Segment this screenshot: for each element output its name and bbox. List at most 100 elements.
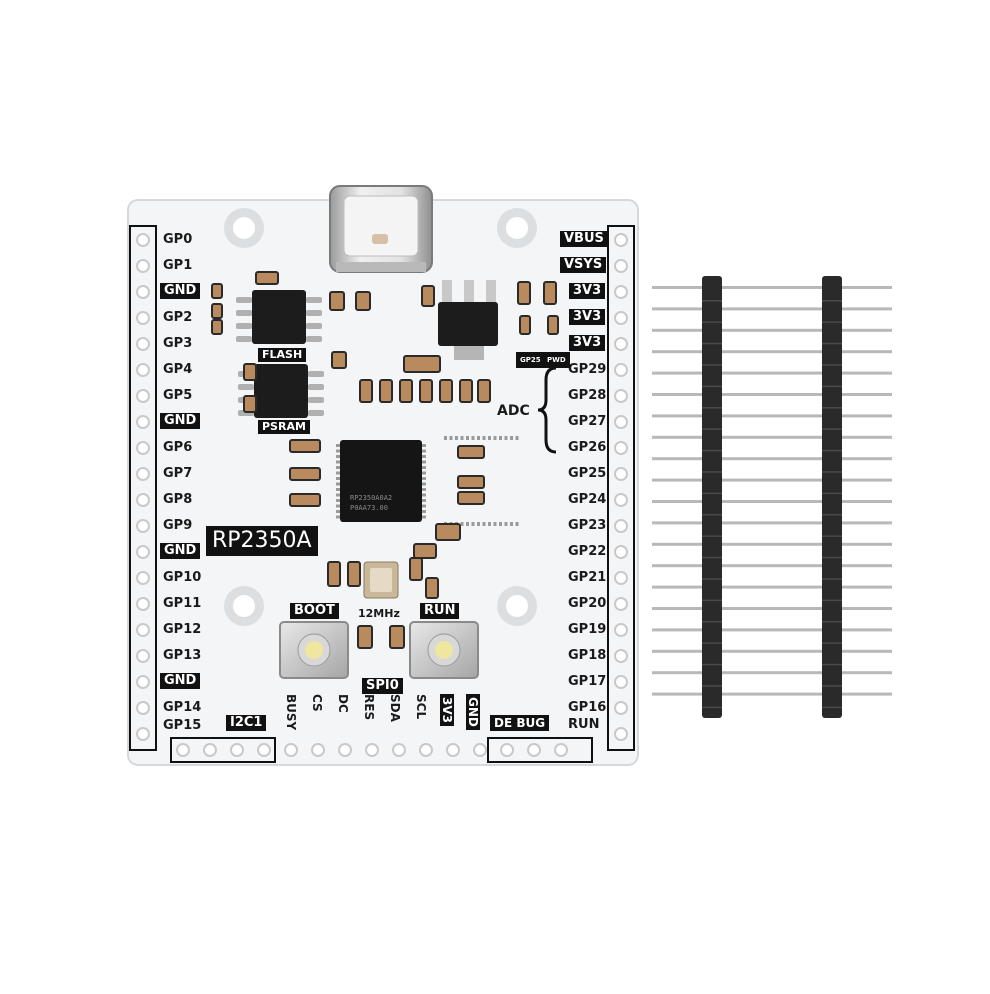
right-pin-label: GP21 bbox=[568, 570, 607, 585]
left-pin-label: GP8 bbox=[163, 492, 193, 507]
boot-label: BOOT bbox=[290, 603, 339, 619]
left-pin-label: GP5 bbox=[163, 388, 193, 403]
right-pin-hole bbox=[614, 623, 628, 637]
right-pin-label: GP26 bbox=[568, 440, 607, 455]
left-pin-hole bbox=[136, 649, 150, 663]
bottom-pin-hole bbox=[473, 743, 487, 757]
mounting-holes bbox=[224, 208, 537, 626]
left-pin-hole bbox=[136, 493, 150, 507]
left-pin-hole bbox=[136, 363, 150, 377]
flash-label: FLASH bbox=[258, 348, 307, 362]
bottom-pin-label: BUSY bbox=[284, 694, 298, 731]
left-pin-hole bbox=[136, 337, 150, 351]
right-pin-hole bbox=[614, 259, 628, 273]
right-pin-label: GP28 bbox=[568, 388, 607, 403]
bottom-pin-hole bbox=[311, 743, 325, 757]
right-pin-label: GP19 bbox=[568, 622, 607, 637]
left-pin-hole bbox=[136, 675, 150, 689]
boot-button[interactable] bbox=[279, 621, 349, 679]
left-pin-hole bbox=[136, 259, 150, 273]
left-pin-label: GP6 bbox=[163, 440, 193, 455]
right-pin-hole bbox=[614, 467, 628, 481]
bottom-pin-hole bbox=[392, 743, 406, 757]
left-pin-hole bbox=[136, 441, 150, 455]
left-pin-label: GND bbox=[160, 413, 201, 429]
right-pin-hole bbox=[614, 571, 628, 585]
right-pin-hole bbox=[614, 415, 628, 429]
bottom-pin-label: 3V3 bbox=[440, 694, 454, 726]
right-pin-hole bbox=[614, 311, 628, 325]
right-pin-hole bbox=[614, 285, 628, 299]
right-pin-label: 3V3 bbox=[569, 309, 606, 325]
right-pin-label: GP29 bbox=[568, 362, 607, 377]
flash-chip bbox=[236, 290, 322, 344]
right-pin-label: GP20 bbox=[568, 596, 607, 611]
right-pin-label: VSYS bbox=[560, 257, 607, 273]
rp2350a-mcu: RP2350A0A2 P0AA73.00 bbox=[336, 436, 519, 526]
bottom-pin-label: RES bbox=[362, 694, 376, 721]
right-pin-label: GP16 bbox=[568, 700, 607, 715]
debug-label: DE BUG bbox=[490, 715, 550, 731]
left-pin-label: GP9 bbox=[163, 518, 193, 533]
led-label-pwd: PWD bbox=[543, 352, 570, 368]
led-label-gp25: GP25 bbox=[516, 352, 545, 368]
bottom-pin-label: SDA bbox=[388, 694, 402, 722]
right-pin-label: GP24 bbox=[568, 492, 607, 507]
left-pin-label: GND bbox=[160, 543, 201, 559]
bottom-pin-hole bbox=[446, 743, 460, 757]
left-pin-label: GP0 bbox=[163, 232, 193, 247]
right-pin-label: 3V3 bbox=[569, 335, 606, 351]
pin-header-strip-1 bbox=[652, 276, 772, 718]
right-pin-hole bbox=[614, 519, 628, 533]
left-pin-hole bbox=[136, 285, 150, 299]
left-pin-label: GP7 bbox=[163, 466, 193, 481]
right-pin-hole bbox=[614, 727, 628, 741]
bottom-pin-label: CS bbox=[310, 694, 324, 712]
right-pin-hole bbox=[614, 649, 628, 663]
bottom-pin-hole bbox=[500, 743, 514, 757]
right-pin-label: GP22 bbox=[568, 544, 607, 559]
left-pin-label: GP15 bbox=[163, 718, 202, 733]
crystal-label: 12MHz bbox=[358, 607, 400, 620]
left-pin-hole bbox=[136, 233, 150, 247]
left-pin-label: GP1 bbox=[163, 258, 193, 273]
left-pin-label: GND bbox=[160, 673, 201, 689]
bottom-pin-label: GND bbox=[466, 694, 480, 730]
debug-header-outline bbox=[487, 737, 593, 763]
left-pin-label: GP3 bbox=[163, 336, 193, 351]
usb-c-connector bbox=[329, 185, 433, 273]
left-pin-hole bbox=[136, 415, 150, 429]
right-pin-hole bbox=[614, 363, 628, 377]
bottom-pin-hole bbox=[176, 743, 190, 757]
psram-label: PSRAM bbox=[258, 420, 310, 434]
smd-components bbox=[211, 271, 559, 649]
left-pin-label: GP13 bbox=[163, 648, 202, 663]
left-pin-label: GP12 bbox=[163, 622, 202, 637]
right-pin-hole bbox=[614, 597, 628, 611]
left-pin-hole bbox=[136, 701, 150, 715]
left-pin-hole bbox=[136, 467, 150, 481]
bottom-pin-hole bbox=[365, 743, 379, 757]
right-pin-hole bbox=[614, 441, 628, 455]
bottom-pin-label: SCL bbox=[414, 694, 428, 720]
right-pin-label: 3V3 bbox=[569, 283, 606, 299]
left-pin-label: GP11 bbox=[163, 596, 202, 611]
adc-label: ADC bbox=[497, 403, 530, 419]
debug-run-label: RUN bbox=[568, 717, 600, 732]
chip-marking-2: P0AA73.00 bbox=[350, 504, 388, 512]
run-button[interactable] bbox=[409, 621, 479, 679]
right-pin-hole bbox=[614, 337, 628, 351]
left-pin-hole bbox=[136, 311, 150, 325]
right-pin-hole bbox=[614, 233, 628, 247]
adc-brace bbox=[537, 366, 557, 454]
bottom-pin-hole bbox=[527, 743, 541, 757]
voltage-regulator bbox=[438, 280, 498, 360]
bottom-pin-label: DC bbox=[336, 694, 350, 713]
bottom-pin-hole bbox=[230, 743, 244, 757]
pin-header-strip-2 bbox=[772, 276, 892, 718]
bottom-pin-hole bbox=[554, 743, 568, 757]
bottom-pin-hole bbox=[338, 743, 352, 757]
bottom-pin-hole bbox=[419, 743, 433, 757]
